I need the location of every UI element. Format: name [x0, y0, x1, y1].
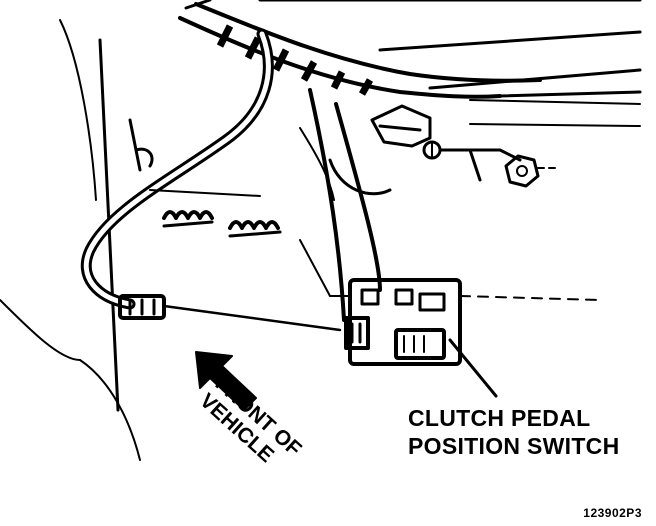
dashboard-structure [178, 0, 642, 127]
figure-number: 123902P3 [583, 506, 642, 520]
mounting-bracket [370, 104, 522, 182]
kick-panel [0, 19, 154, 461]
callout-leader-line [448, 338, 498, 398]
callout-line-2: POSITION SWITCH [408, 433, 620, 459]
front-of-vehicle-arrow [195, 351, 257, 411]
harness-connector [118, 294, 342, 332]
clutch-pedal-position-switch [299, 239, 601, 366]
hex-nut [504, 154, 561, 188]
return-springs [149, 189, 282, 238]
pedal-arm [299, 88, 392, 322]
wiring-harness [80, 28, 274, 310]
switch-callout-label: CLUTCH PEDAL POSITION SWITCH [408, 404, 620, 460]
callout-line-1: CLUTCH PEDAL [408, 405, 591, 431]
